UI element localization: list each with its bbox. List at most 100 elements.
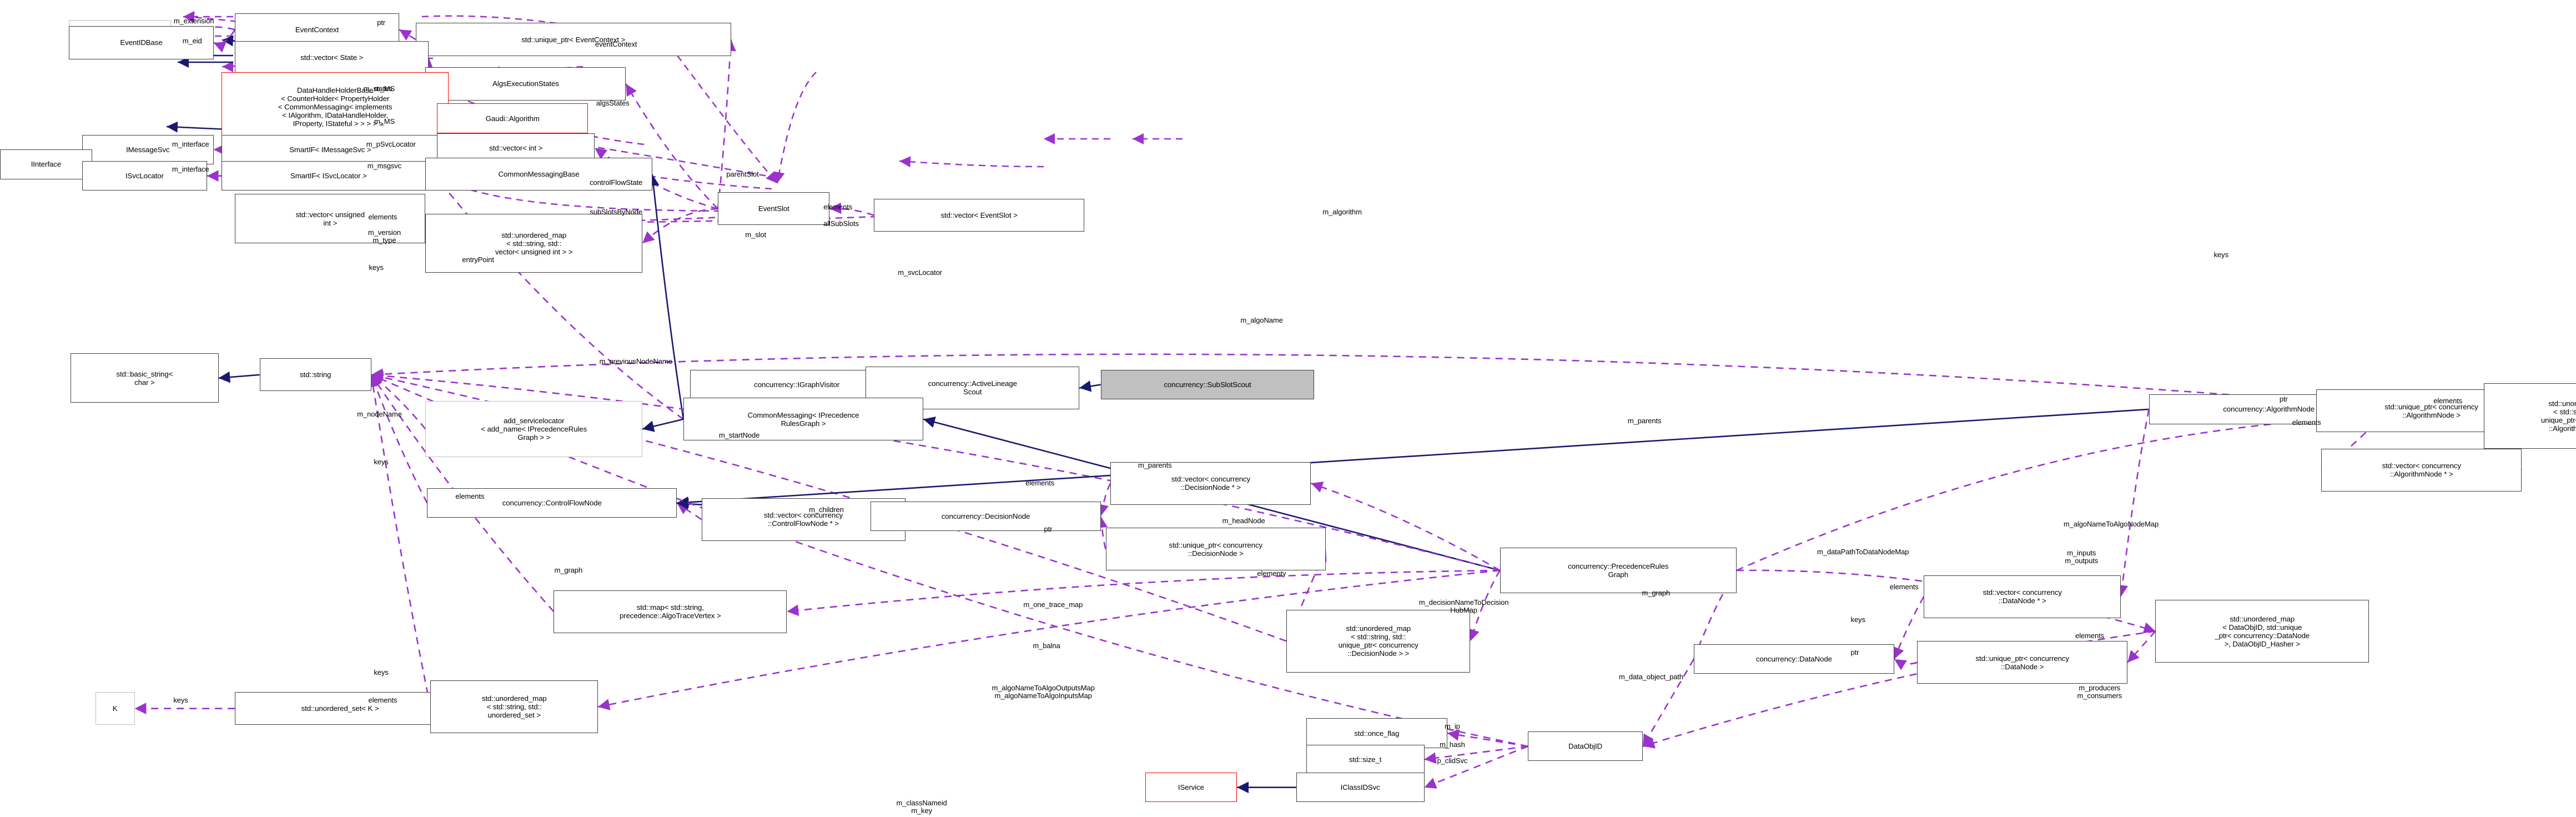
class-node-unordmap_dn[interactable]: std::unordered_map < std::string, std:: … bbox=[1286, 610, 1471, 673]
class-node-vec_dn_ptr[interactable]: std::vector< concurrency ::DecisionNode … bbox=[1110, 462, 1311, 505]
class-node-subslotscout[interactable]: concurrency::SubSlotScout bbox=[1100, 369, 1315, 400]
edge-label: m_nodeName bbox=[357, 409, 402, 418]
edge-label: parentSlot bbox=[726, 169, 759, 178]
class-node-gaudi_algorithm[interactable]: Gaudi::Algorithm bbox=[437, 103, 588, 133]
class-node-unordmap_dataobjid[interactable]: std::unordered_map < DataObjID, std::uni… bbox=[2155, 600, 2369, 663]
class-node-decisionnode[interactable]: concurrency::DecisionNode bbox=[871, 501, 1101, 531]
class-node-map_algotrace[interactable]: std::map< std::string, precedence::AlgoT… bbox=[554, 590, 787, 633]
edge-label: ptr bbox=[1850, 648, 1859, 657]
class-node-eventidbase[interactable]: EventIDBase bbox=[69, 26, 214, 59]
edge-label: m_msgsvc bbox=[367, 161, 402, 170]
class-node-unordmap_set[interactable]: std::unordered_map < std::string, std:: … bbox=[430, 680, 598, 734]
edge-label: keys bbox=[2213, 250, 2228, 259]
edge-label: p_clidSvc bbox=[1437, 756, 1468, 765]
class-node-size_t[interactable]: std::size_t bbox=[1306, 744, 1425, 775]
class-node-smartif_msg[interactable]: SmartIF< IMessageSvc > bbox=[222, 134, 439, 164]
edge-label: m_classNameid m_key bbox=[896, 799, 947, 815]
edge-label: m_svcLocator bbox=[898, 268, 943, 277]
edge-label: keys bbox=[369, 263, 384, 272]
edge-label: m_dataPathToDataNodeMap bbox=[1817, 548, 1909, 557]
edge-label: m_extension bbox=[173, 17, 214, 26]
class-node-iclassidsvc[interactable]: IClassIDSvc bbox=[1296, 773, 1425, 803]
edge-label: eventContext bbox=[595, 39, 637, 48]
class-node-dataobjid[interactable]: DataObjID bbox=[1528, 731, 1643, 761]
edge-label: m_eid bbox=[182, 36, 202, 45]
class-node-smartif_svc[interactable]: SmartIF< ISvcLocator > bbox=[222, 161, 436, 191]
edge-label: m_interface bbox=[172, 140, 209, 149]
class-node-unordmap_algonode[interactable]: std::unordered_map < std::string, std:: … bbox=[2484, 383, 2576, 449]
edge-label: keys bbox=[374, 668, 389, 676]
class-node-vec_datanode_ptr[interactable]: std::vector< concurrency ::DataNode * > bbox=[1924, 575, 2121, 618]
edge-label: keys bbox=[1850, 615, 1865, 624]
edge-label: elements bbox=[823, 202, 853, 211]
class-node-vector_int[interactable]: std::vector< int > bbox=[437, 133, 595, 163]
edge-label: m_startNode bbox=[718, 431, 760, 440]
edge-label: m_data_object_path bbox=[1618, 673, 1683, 681]
edge-label: m_producers m_consumers bbox=[2077, 684, 2122, 700]
class-node-eventslot[interactable]: EventSlot bbox=[718, 192, 830, 225]
edge-label: elementy bbox=[1257, 569, 1286, 578]
class-node-vector_state[interactable]: std::vector< State > bbox=[235, 41, 429, 74]
class-node-algsexecstates[interactable]: AlgsExecutionStates bbox=[425, 67, 626, 101]
edge-label: m_parents bbox=[1138, 460, 1172, 469]
edge-label: m_MS bbox=[374, 84, 395, 93]
class-node-unordmap_str_vuint[interactable]: std::unordered_map < std::string, std:: … bbox=[425, 213, 643, 273]
edge-label: m_algorithm bbox=[1322, 207, 1362, 216]
class-node-add_servicelocator[interactable]: add_servicelocator < add_name< IPreceden… bbox=[425, 401, 643, 457]
edge-label: controlFlowState bbox=[590, 178, 643, 187]
class-node-uptr_datanode[interactable]: std::unique_ptr< concurrency ::DataNode … bbox=[1917, 641, 2128, 684]
edge-label: m_hash bbox=[1440, 740, 1465, 749]
edge-label: elements bbox=[2075, 631, 2105, 640]
edge-label: m_one_trace_map bbox=[1023, 600, 1083, 609]
edge-label: elements bbox=[1025, 479, 1055, 488]
edge-label: algsStates bbox=[596, 99, 630, 108]
edge-label: m_algoNameToAlgoNodeMap bbox=[2063, 520, 2159, 529]
edge-label: elements bbox=[2292, 418, 2321, 427]
class-node-K[interactable]: K bbox=[95, 692, 135, 725]
edge-label: m_parents bbox=[1627, 416, 1662, 425]
edge-label: elements bbox=[1889, 582, 1919, 591]
edge-label: m_balna bbox=[1033, 641, 1060, 650]
edge-label: elements bbox=[455, 492, 485, 500]
class-node-isvclocator[interactable]: ISvcLocator bbox=[82, 161, 207, 191]
edge-label: m_interface bbox=[172, 164, 209, 173]
class-node-precedencerules[interactable]: concurrency::PrecedenceRules Graph bbox=[1500, 547, 1737, 594]
class-node-commonmsg_prg[interactable]: CommonMessaging< IPrecedence RulesGraph … bbox=[683, 398, 924, 441]
edge-label: m_slot bbox=[745, 230, 767, 239]
edge-label: m_algoName bbox=[1240, 316, 1283, 325]
edge-label: ptr bbox=[1044, 525, 1053, 534]
class-node-vec_algonode_ptr[interactable]: std::vector< concurrency ::AlgorithmNode… bbox=[2321, 449, 2522, 492]
edge-label: m_version m_type bbox=[368, 228, 401, 245]
class-node-eventcontext[interactable]: EventContext bbox=[235, 13, 400, 46]
class-node-datanode[interactable]: concurrency::DataNode bbox=[1693, 644, 1894, 674]
class-node-vector_eventslot[interactable]: std::vector< EventSlot > bbox=[874, 199, 1085, 232]
edge-label: ptr bbox=[2279, 395, 2288, 404]
edge-label: elements bbox=[368, 695, 398, 704]
class-node-iservice[interactable]: IService bbox=[1145, 773, 1237, 803]
class-node-uptr_decisionnode[interactable]: std::unique_ptr< concurrency ::DecisionN… bbox=[1105, 528, 1326, 571]
class-node-iinterface[interactable]: IInterface bbox=[0, 149, 92, 179]
edge-label: subSlotsByNode bbox=[590, 207, 643, 216]
edge-label: m_graph bbox=[1642, 589, 1671, 598]
class-node-vector_uint[interactable]: std::vector< unsigned int > bbox=[235, 194, 426, 244]
edge-label: m_graph bbox=[554, 566, 583, 575]
edge-label: m_algoNameToAlgoOutputsMap m_algoNameToA… bbox=[992, 684, 1095, 700]
edge-label: m_states bbox=[363, 84, 393, 93]
class-node-datahandleholder[interactable]: DataHandleHolderBase < CounterHolder< Pr… bbox=[222, 72, 449, 142]
class-node-unordset_K[interactable]: std::unordered_set< K > bbox=[235, 692, 445, 725]
class-node-once_flag[interactable]: std::once_flag bbox=[1306, 718, 1448, 748]
edge-label: m_headNode bbox=[1222, 517, 1265, 525]
edge-label: keys bbox=[374, 457, 389, 466]
edge-label: entryPoint bbox=[462, 255, 494, 264]
class-node-uniqueptr_evctx[interactable]: std::unique_ptr< EventContext > bbox=[415, 23, 731, 56]
edge-label: elements bbox=[368, 212, 398, 221]
class-node-commonmsgbase[interactable]: CommonMessagingBase bbox=[425, 158, 652, 191]
class-node-basic_string[interactable]: std::basic_string< char > bbox=[71, 353, 219, 403]
class-node-imessagesvc[interactable]: IMessageSvc bbox=[82, 134, 214, 164]
class-node-std_string[interactable]: std::string bbox=[259, 358, 371, 392]
edge-label: m_children bbox=[809, 505, 844, 514]
class-node-controlflownode[interactable]: concurrency::ControlFlowNode bbox=[427, 488, 677, 518]
edge-label: allSubSlots bbox=[823, 219, 859, 228]
edge-label: m_decisionNameToDecision HubMap bbox=[1418, 598, 1509, 615]
